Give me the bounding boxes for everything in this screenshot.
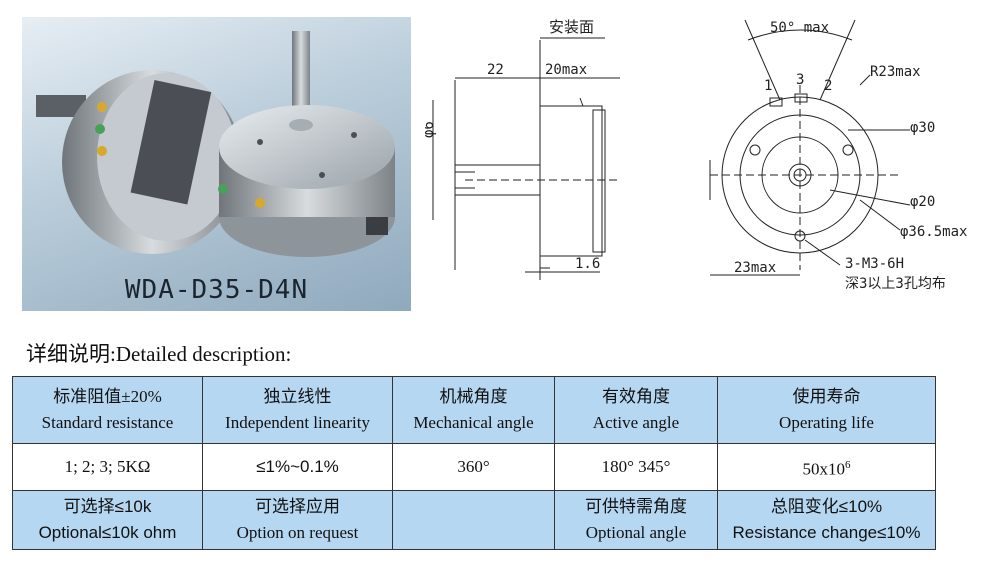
dim-body-width: 20max [545, 62, 587, 78]
terminal-3-label: 3 [796, 72, 804, 88]
product-photo: WDA-D35-D4N [22, 17, 411, 311]
life-value: 50x10 [802, 459, 846, 479]
value-cell: ≤1%~0.1% [202, 443, 393, 491]
description-heading: 详细说明:Detailed description: [26, 342, 292, 366]
angle-label: 50° max [770, 20, 829, 36]
dim-shaft-length: 22 [487, 62, 504, 78]
terminal-2-label: 2 [824, 78, 832, 94]
dia-20-label: φ20 [910, 194, 935, 210]
dia-36-label: φ36.5max [900, 224, 967, 240]
option-cell: 总阻变化≤10%Resistance change≤10% [717, 490, 936, 550]
value-cell: 50x106 [717, 443, 936, 491]
radius-label: R23max [870, 64, 921, 80]
front-view-drawing: 50° max 1 3 2 R23max φ30 φ20 φ36.5max 23… [709, 19, 967, 292]
terminal-1-label: 1 [764, 78, 772, 94]
option-cell [392, 490, 555, 550]
header-cell: 标准阻值±20%Standard resistance [12, 376, 203, 444]
holes-note: 深3以上3孔均布 [845, 276, 946, 292]
side-view-drawing: 安装面 22 20max φ6 1.6 [425, 18, 620, 280]
dim-flange: 1.6 [575, 256, 600, 272]
table-row: 1; 2; 3; 5KΩ ≤1%~0.1% 360° 180° 345° 50x… [12, 443, 936, 491]
dim-23-label: 23max [734, 260, 776, 276]
life-exponent: 6 [845, 458, 851, 471]
holes-label: 3-M3-6H [845, 256, 904, 272]
value-cell: 180° 345° [554, 443, 718, 491]
mount-face-label: 安装面 [549, 18, 594, 36]
dia-30-label: φ30 [910, 120, 935, 136]
value-cell: 1; 2; 3; 5KΩ [12, 443, 203, 491]
model-label: WDA-D35-D4N [124, 275, 309, 305]
potentiometer-image [36, 31, 395, 257]
dim-shaft-dia: φ6 [425, 121, 437, 138]
value-cell: 360° [392, 443, 555, 491]
